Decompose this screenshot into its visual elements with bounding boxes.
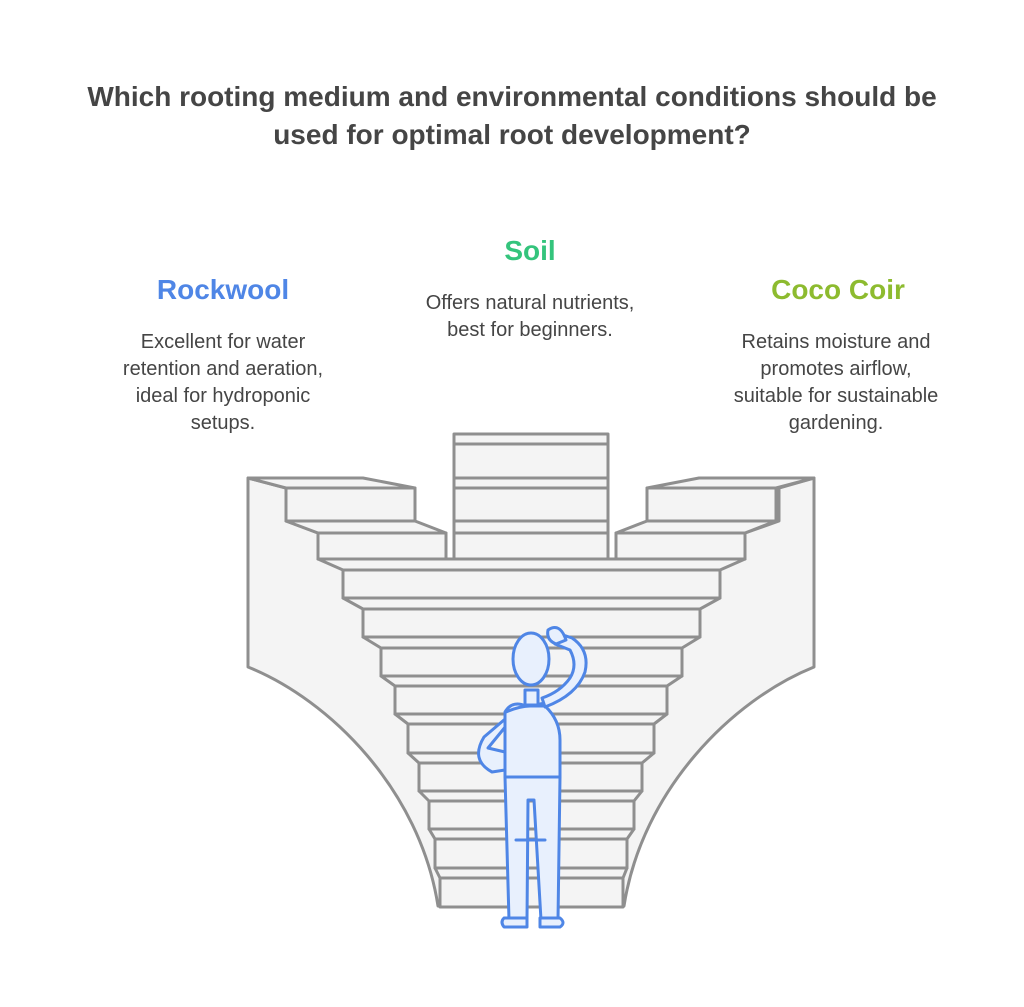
head [511,631,551,687]
desc-line: Offers natural nutrients, [425,292,635,314]
option-rockwool-heading: Rockwool [156,274,290,305]
neck [523,688,540,707]
right-foot [538,916,565,929]
desc-line: promotes airflow, [760,358,912,380]
desc-line: best for beginners. [447,319,613,341]
title-line-2: used for optimal root development? [273,119,751,150]
hand-on-head [546,626,568,646]
desc-line: Retains moisture and [741,331,931,353]
left-foot [500,916,529,929]
right-block-1 [645,486,778,523]
central-column [452,432,610,561]
desc-line: retention and aeration, [122,358,324,380]
page-title: Which rooting medium and environmental c… [0,78,1024,154]
option-coco-coir-description: Retains moisture and promotes airflow, s… [686,329,986,437]
legs [503,775,562,922]
option-soil-heading: Soil [504,235,556,266]
right-block-2 [614,531,747,561]
desc-line: setups. [190,412,256,434]
left-block-1 [284,486,417,523]
step-riser [438,876,625,909]
torso [503,702,562,779]
desc-line: suitable for sustainable [733,385,939,407]
title-line-1: Which rooting medium and environmental c… [87,81,937,112]
left-arm [477,706,520,774]
option-coco-coir-heading: Coco Coir [771,274,905,305]
desc-line: ideal for hydroponic [135,385,311,407]
option-soil-description: Offers natural nutrients, best for begin… [380,290,680,344]
option-rockwool-description: Excellent for water retention and aerati… [73,329,373,437]
desc-line: gardening. [788,412,884,434]
desc-line: Excellent for water [140,331,306,353]
